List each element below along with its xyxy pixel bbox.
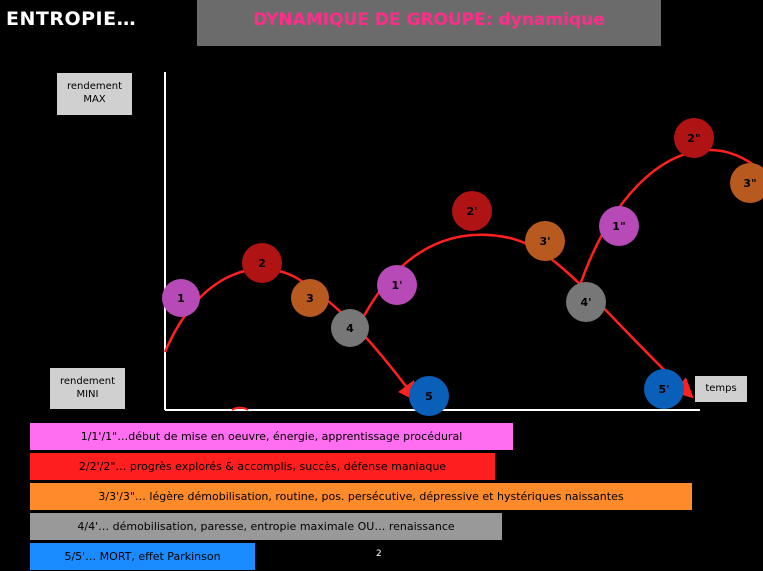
svg-text:5': 5' xyxy=(658,383,669,396)
legend-bar-3: 3/3'/3"… légère démobilisation, routine,… xyxy=(30,483,692,510)
curve-cycle-2 xyxy=(348,233,694,399)
legend-bar-4: 4/4'… démobilisation, paresse, entropie … xyxy=(30,513,502,540)
node-4: 4 xyxy=(331,309,369,347)
svg-text:1: 1 xyxy=(177,292,185,305)
y-min-label-line1: rendement xyxy=(59,376,116,387)
svg-text:2": 2" xyxy=(687,132,700,145)
node-3p: 3' xyxy=(525,221,565,261)
page-number: 2 xyxy=(376,549,382,559)
legend-bar-5: 5/5'… MORT, effet Parkinson xyxy=(30,543,255,570)
svg-text:3: 3 xyxy=(306,292,314,305)
svg-text:5: 5 xyxy=(425,390,433,403)
node-1pp: 1" xyxy=(599,206,639,246)
svg-text:4': 4' xyxy=(580,296,591,309)
y-max-label: rendement MAX xyxy=(57,73,132,115)
node-1: 1 xyxy=(162,279,200,317)
title-box xyxy=(197,0,661,46)
section-title: ENTROPIE… xyxy=(6,8,137,30)
svg-text:1': 1' xyxy=(391,279,402,292)
curve-cycle-1 xyxy=(163,267,419,402)
slide-title: DYNAMIQUE DE GROUPE: dynamique xyxy=(253,10,605,30)
node-5p: 5' xyxy=(644,369,684,409)
node-5: 5 xyxy=(409,376,449,416)
legend-bar-1: 1/1'/1"…début de mise en oeuvre, énergie… xyxy=(30,423,513,450)
x-axis-label: temps xyxy=(695,376,747,402)
y-max-label-line1: rendement xyxy=(66,81,123,92)
svg-text:4: 4 xyxy=(346,322,354,335)
curve-fragment xyxy=(231,406,249,411)
node-2pp: 2" xyxy=(674,118,714,158)
svg-text:2: 2 xyxy=(258,257,266,270)
svg-text:2': 2' xyxy=(466,205,477,218)
y-max-label-line2: MAX xyxy=(83,94,106,105)
svg-text:3': 3' xyxy=(539,235,550,248)
node-3pp: 3" xyxy=(730,163,763,203)
node-3: 3 xyxy=(291,279,329,317)
node-4p: 4' xyxy=(566,282,606,322)
svg-text:3": 3" xyxy=(743,177,756,190)
y-min-label: rendement MINI xyxy=(50,368,125,409)
svg-text:1": 1" xyxy=(612,220,625,233)
y-min-label-line2: MINI xyxy=(76,389,99,400)
legend-bar-2: 2/2'/2"… progrès explorés & accomplis, s… xyxy=(30,453,495,480)
node-2p: 2' xyxy=(452,191,492,231)
node-1p: 1' xyxy=(377,265,417,305)
node-2: 2 xyxy=(242,243,282,283)
